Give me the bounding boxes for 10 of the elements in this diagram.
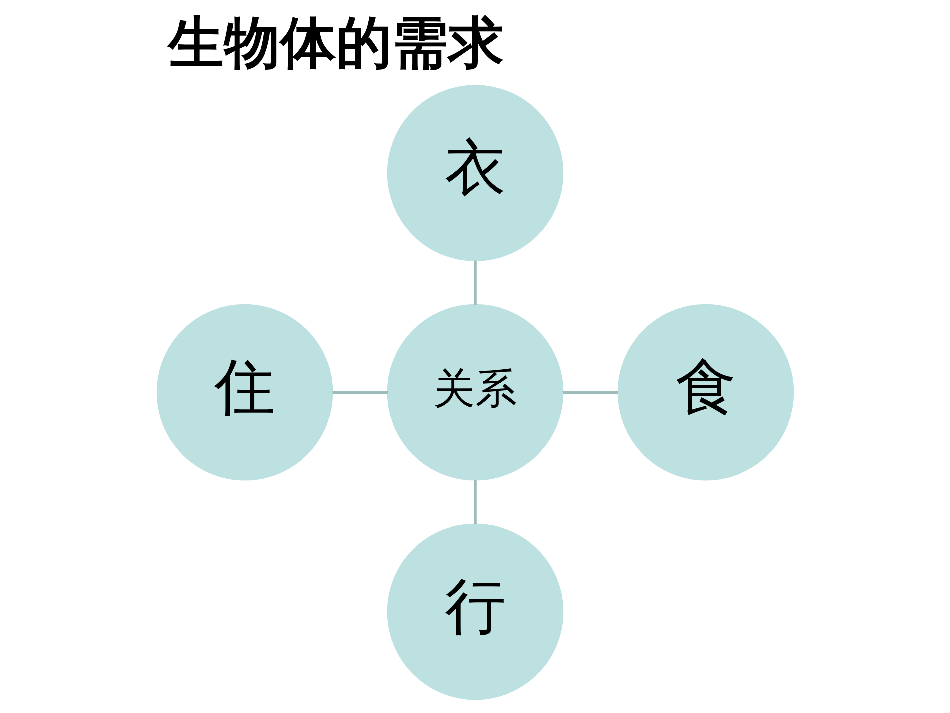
node-circle: 关系 — [386, 304, 564, 481]
node-circle: 住 — [156, 304, 333, 481]
connector — [474, 260, 476, 305]
node-circle: 食 — [617, 304, 794, 481]
node-circle: 衣 — [386, 85, 564, 262]
node-circle: 行 — [386, 524, 564, 700]
connector — [332, 391, 388, 394]
diagram-title: 生物体的需求 — [168, 11, 504, 76]
connector — [474, 480, 476, 524]
connector — [562, 391, 618, 394]
